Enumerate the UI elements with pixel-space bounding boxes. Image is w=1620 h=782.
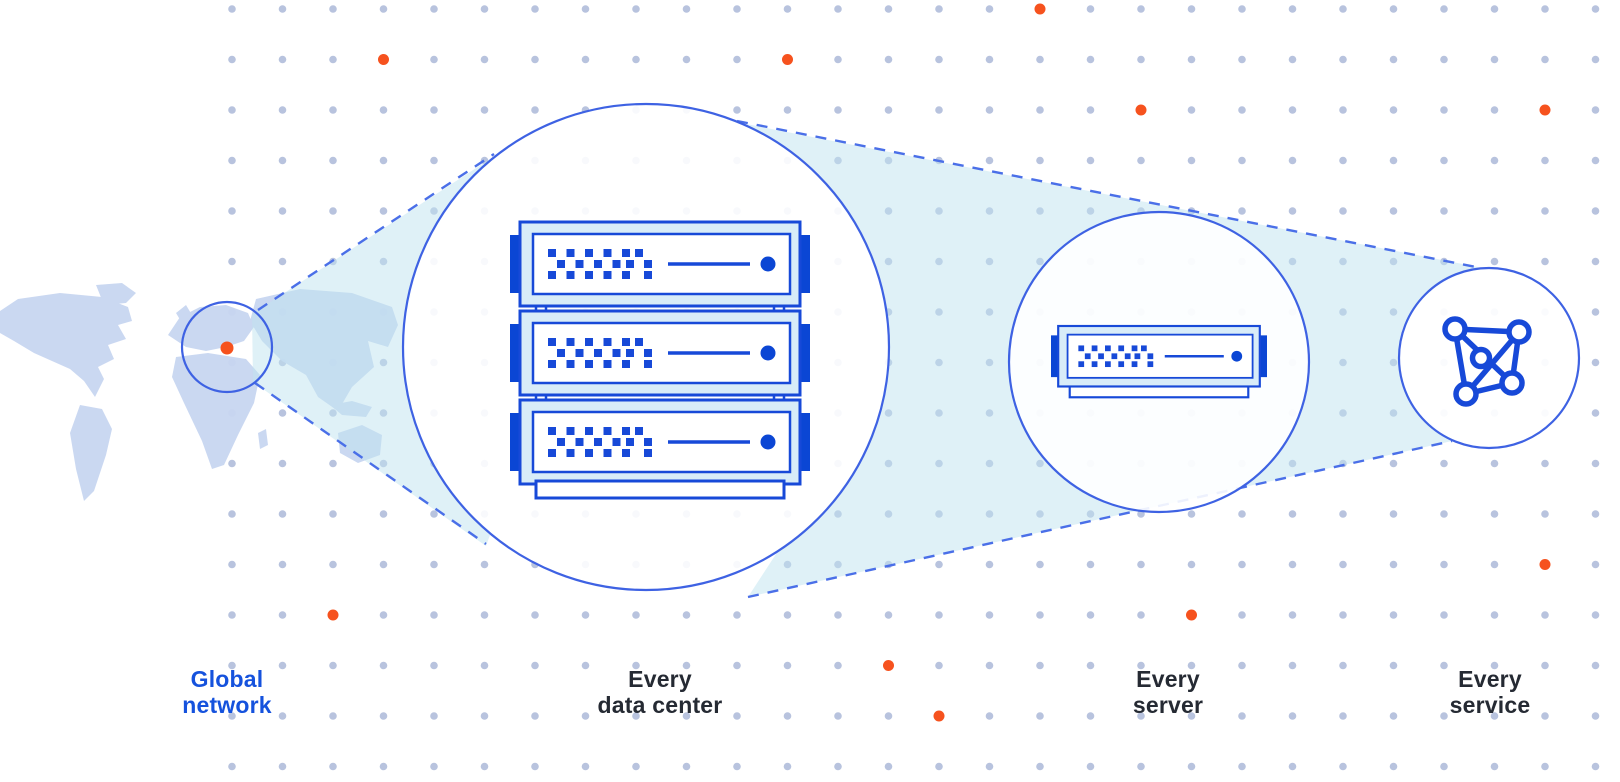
cone-dashed-edge [736, 119, 1482, 270]
label-line2: server [1132, 692, 1204, 718]
server-icon [510, 309, 810, 397]
cone-dashed-edge [257, 152, 495, 312]
map-location-marker [220, 341, 234, 355]
global-network-circle [180, 300, 274, 394]
label-global-network: Global network [97, 666, 357, 718]
mesh-network-icon [1442, 316, 1532, 407]
server-icon [510, 220, 810, 308]
label-every-data-center: Every data center [530, 666, 790, 718]
server-icon [510, 398, 810, 486]
label-line2: service [1449, 692, 1531, 718]
server-icon [1051, 324, 1267, 399]
label-line2: data center [597, 692, 723, 718]
label-line1: Every [1136, 666, 1200, 692]
cone-dashed-edge [254, 382, 487, 545]
zoom-cone-left [252, 157, 493, 546]
server-rack-icon [510, 220, 810, 500]
label-line1: Global [190, 666, 264, 692]
label-line1: Every [628, 666, 692, 692]
label-every-server: Every server [1038, 666, 1298, 718]
label-line1: Every [1458, 666, 1522, 692]
label-every-service: Every service [1360, 666, 1620, 718]
cone-dashed-edge [747, 439, 1453, 599]
label-line2: network [182, 692, 272, 718]
